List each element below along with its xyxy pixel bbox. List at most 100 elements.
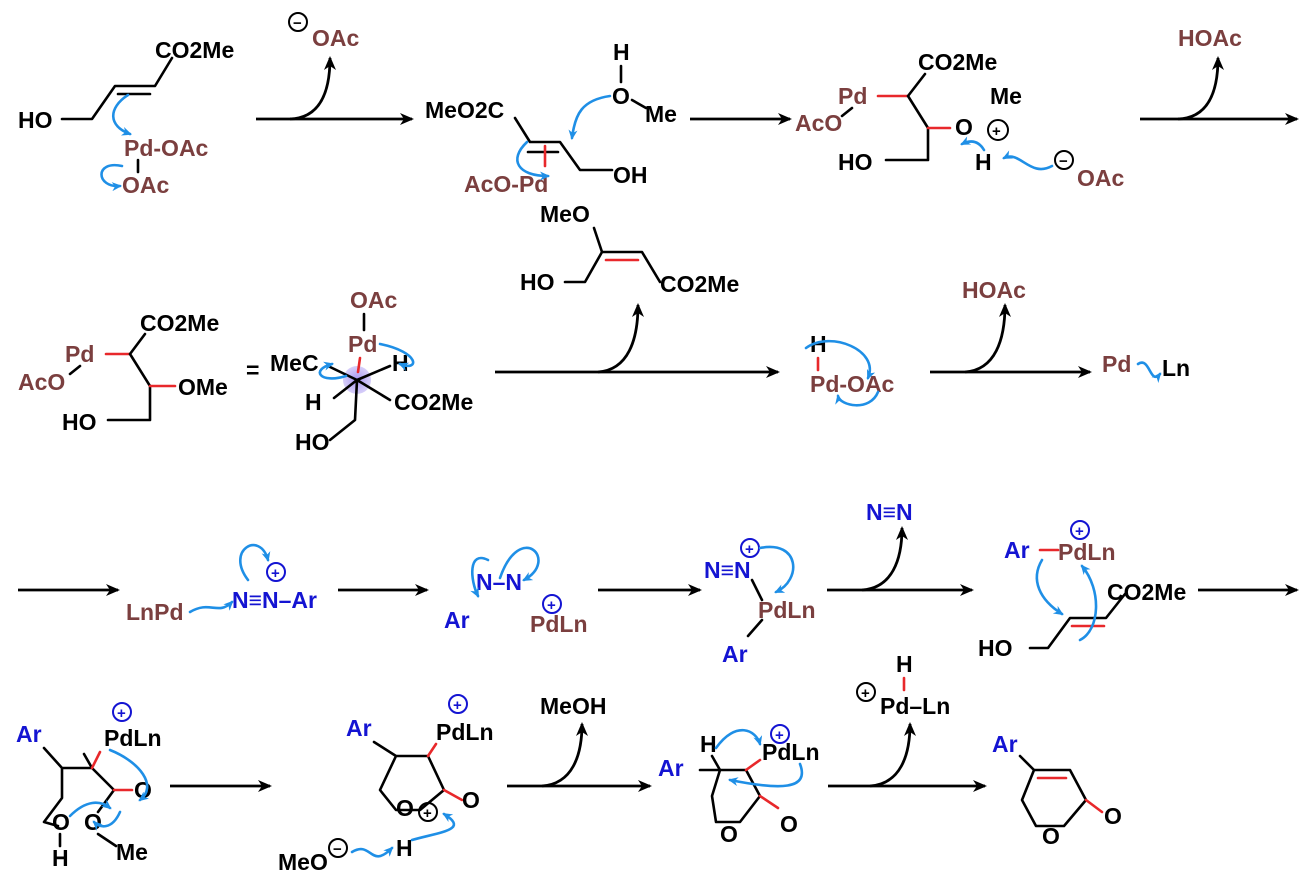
pdln-label: PdLn	[762, 739, 820, 765]
o-label: O	[1042, 823, 1060, 849]
plus-charge: +	[453, 697, 462, 714]
ln-label: Ln	[1162, 355, 1190, 381]
reaction-arrow-12: MeOH	[507, 693, 652, 792]
pd-ln-label: Pd–Ln	[880, 693, 950, 719]
oxypalladation-intermediate: CO2Me Pd AcO HO O Me + H − OAc	[795, 49, 1125, 191]
o-label: O	[955, 114, 973, 140]
reaction-arrow-13: + H Pd–Ln	[828, 651, 987, 792]
equals-sign: =	[246, 357, 259, 383]
ho-label: HO	[295, 429, 330, 455]
h-label: H	[700, 731, 717, 757]
pdln-label: PdLn	[104, 725, 162, 751]
aco-label: AcO	[18, 369, 65, 395]
oac-label: OAc	[350, 287, 398, 313]
lactonization-intermediate: Ar + PdLn O O H O Me	[16, 702, 162, 871]
pd-hydride: H Pd-OAc	[804, 331, 895, 407]
h-label: H	[396, 835, 413, 861]
substrate-alkene: HO CO2Me Pd-OAc OAc	[18, 37, 234, 198]
pd-plus-diazonium: LnPd N≡N–Ar +	[126, 543, 317, 625]
butenolide-product: Ar O O	[992, 731, 1122, 849]
n2-byproduct: N≡N	[866, 499, 913, 525]
minus-charge: −	[1059, 153, 1068, 170]
ho-label: HO	[62, 409, 97, 435]
pd-oac-label: Pd-OAc	[124, 135, 209, 161]
plus-charge: +	[992, 123, 1001, 140]
plus-charge: +	[423, 805, 432, 822]
row-4: Ar + PdLn O O H O Me Ar + PdLn	[16, 651, 1122, 875]
oxonium-lactone: Ar + PdLn O O + H MeO −	[278, 694, 494, 875]
h-label: H	[975, 149, 992, 175]
me-label: Me	[116, 839, 148, 865]
plus-charge: +	[745, 541, 754, 558]
reaction-arrow-5: HOAc	[930, 277, 1092, 378]
oac-label: OAc	[122, 172, 170, 198]
co2me-label: CO2Me	[140, 310, 219, 336]
ar-label: Ar	[722, 641, 748, 667]
aryl-pd-diazo: N≡N + PdLn Ar	[704, 538, 816, 667]
meoh-byproduct: MeOH	[540, 693, 606, 719]
pd-ligand-dissociation: Pd Ln	[1102, 351, 1190, 384]
co2me-label: CO2Me	[660, 271, 739, 297]
pdln-label: PdLn	[1058, 539, 1116, 565]
pi-complex-methanol: MeO2C AcO-Pd OH H O Me	[425, 39, 677, 197]
plus-charge: +	[117, 705, 126, 722]
ho-label: HO	[978, 635, 1013, 661]
meo-fragment: MeC	[270, 350, 319, 376]
h-label: H	[305, 389, 322, 415]
reaction-arrow-4	[495, 303, 780, 378]
plus-charge: +	[775, 727, 784, 744]
hoac-byproduct: HOAc	[1178, 25, 1242, 51]
ar-label: Ar	[658, 755, 684, 781]
plus-charge: +	[1075, 523, 1084, 540]
o-label: O	[396, 795, 414, 821]
pdln-label: PdLn	[530, 611, 588, 637]
pdln-label: PdLn	[758, 597, 816, 623]
alkyl-pd-intermediate: CO2Me Pd AcO OMe HO	[18, 310, 228, 435]
h-label: H	[613, 39, 630, 65]
n2-label: N≡N	[704, 557, 751, 583]
aco-label: AcO	[795, 110, 842, 136]
reaction-arrow-9: N≡N	[827, 499, 974, 596]
pd-label: Pd	[1102, 351, 1131, 377]
ar-label: Ar	[16, 721, 42, 747]
co2me-label: CO2Me	[918, 49, 997, 75]
o-label: O	[52, 809, 70, 835]
ar-label: Ar	[444, 607, 470, 633]
h-label: H	[52, 845, 69, 871]
aryl-diazene-pd: N–N Ar PdLn +	[444, 546, 588, 637]
pd-oac-label: Pd-OAc	[810, 371, 895, 397]
diazonium-label: N≡N–Ar	[232, 587, 317, 613]
ome-label: OMe	[178, 374, 228, 400]
pd-label: Pd	[348, 331, 377, 357]
ho-label: HO	[838, 149, 873, 175]
meo-label: MeO	[540, 201, 590, 227]
row-2: CO2Me Pd AcO OMe HO = OAc Pd MeC H H CO2…	[18, 201, 1190, 455]
o-dbl-label: O	[462, 787, 480, 813]
me-label: Me	[645, 101, 677, 127]
minus-charge: −	[333, 841, 342, 858]
beta-hydride-elimination: H + PdLn Ar O O	[658, 724, 820, 847]
minus-charge: −	[293, 15, 302, 32]
ar-label: Ar	[346, 715, 372, 741]
enol-ether-product: MeO HO CO2Me	[520, 201, 739, 297]
aryl-pd-alkene-complex: Ar PdLn + CO2Me HO	[978, 520, 1186, 661]
pd-label: Pd	[838, 83, 867, 109]
plus-charge: +	[547, 597, 556, 614]
acetate-label: OAc	[1077, 165, 1125, 191]
o-dbl-label: O	[1104, 803, 1122, 829]
h-label: H	[810, 331, 827, 357]
n-n-label: N–N	[476, 569, 522, 595]
o-label: O	[720, 821, 738, 847]
reaction-arrow-1: OAc −	[256, 12, 414, 125]
ho-label: HO	[520, 269, 555, 295]
reaction-arrow-3: HOAc	[1140, 25, 1299, 125]
o-label: O	[612, 83, 630, 109]
ar-label: Ar	[992, 731, 1018, 757]
plus-charge: +	[271, 565, 280, 582]
oh-label: OH	[613, 162, 648, 188]
acetate-byproduct: OAc	[312, 25, 360, 51]
hoac-byproduct: HOAc	[962, 277, 1026, 303]
meo2c-label: MeO2C	[425, 97, 504, 123]
co2me-label: CO2Me	[394, 389, 473, 415]
